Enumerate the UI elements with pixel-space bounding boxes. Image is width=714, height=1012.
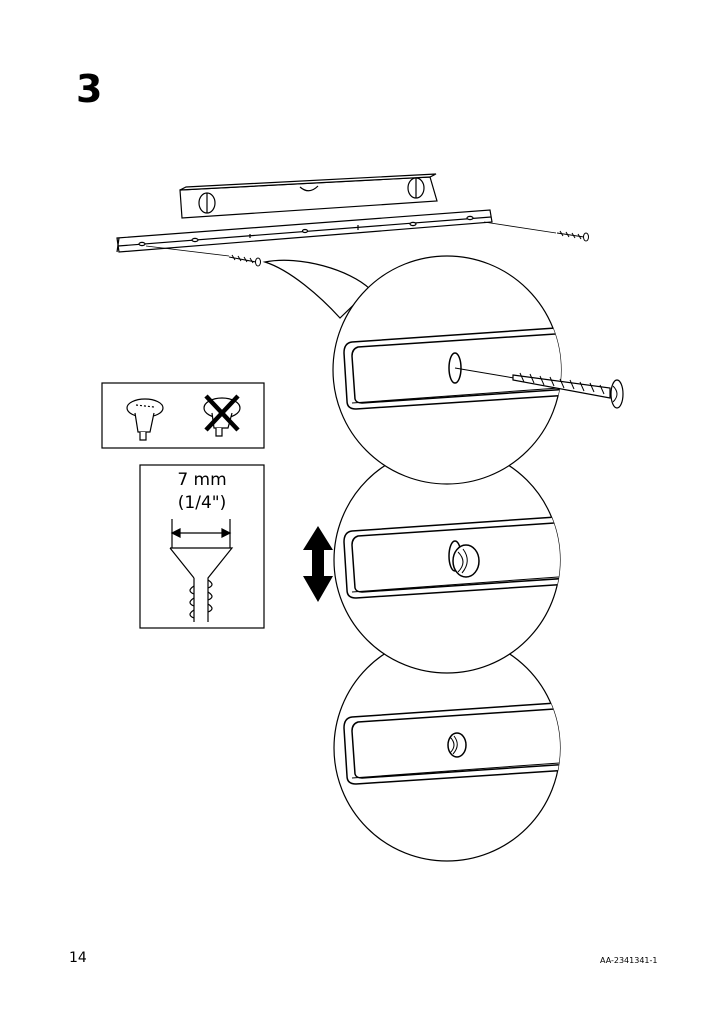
screw-size-value: 7 mm bbox=[177, 470, 227, 490]
wall-rail-icon bbox=[116, 209, 493, 253]
guide-line bbox=[483, 221, 557, 234]
detail-circle-insert bbox=[332, 255, 562, 485]
up-down-arrow-icon bbox=[303, 526, 333, 602]
size-dimension-arrow bbox=[170, 519, 232, 548]
screw-right-icon bbox=[556, 230, 589, 242]
screw-profile-icon bbox=[169, 547, 234, 622]
document-code: AA-2341341-1 bbox=[600, 956, 658, 965]
spirit-level-icon bbox=[179, 173, 438, 219]
step-number: 3 bbox=[76, 67, 103, 111]
detail-circle-secured bbox=[333, 634, 561, 862]
screw-size-box bbox=[139, 464, 265, 629]
wall-screw-icon bbox=[512, 372, 624, 409]
screw-size-imperial: (1/4") bbox=[177, 493, 227, 513]
screw-head-icon bbox=[452, 544, 480, 578]
page-number: 14 bbox=[69, 950, 87, 966]
incorrect-screw-head-icon bbox=[203, 394, 241, 437]
screw-head-icon bbox=[447, 732, 467, 758]
correct-screw-head-icon bbox=[126, 398, 164, 441]
guide-line bbox=[145, 245, 230, 257]
screw-head-type-box bbox=[101, 382, 265, 449]
screw-left-icon bbox=[228, 254, 261, 267]
